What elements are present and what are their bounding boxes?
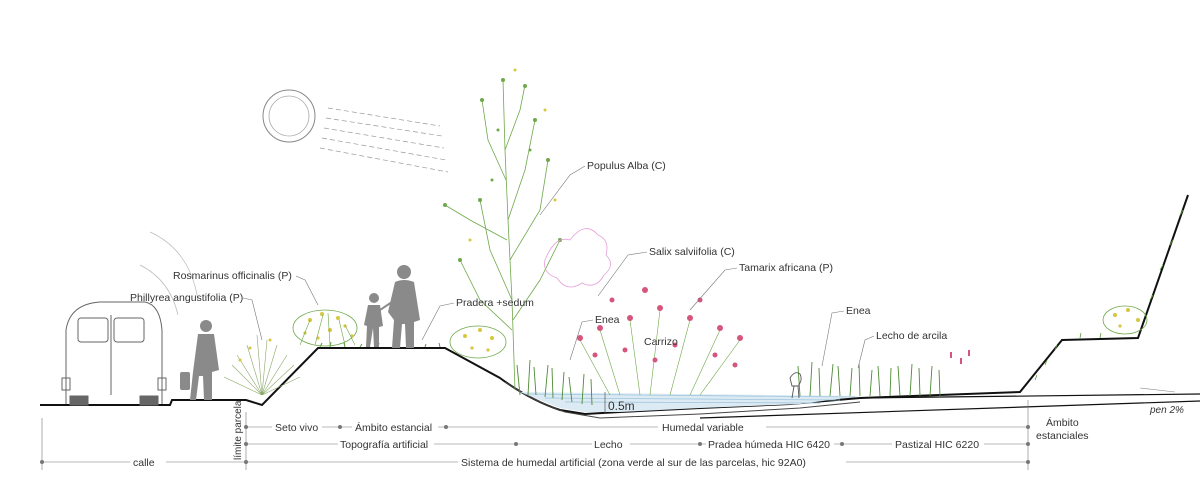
zone-pradea: Pradea húmeda HIC 6420	[708, 439, 830, 451]
phillyrea-shrub	[223, 334, 301, 396]
terrain-profile	[40, 194, 1200, 419]
sun-icon	[262, 89, 449, 173]
zone-lecho: Lecho	[594, 439, 623, 451]
label-phillyrea: Phillyrea angustifolia (P)	[130, 292, 243, 304]
label-enea-left: Enea	[595, 314, 620, 326]
label-carrizo: Carrizo	[644, 336, 678, 348]
zone-seto: Seto vivo	[275, 422, 318, 434]
label-tamarix: Tamarix africana (P)	[739, 262, 833, 274]
right-slope-vegetation	[1034, 209, 1184, 381]
salix-tree	[544, 228, 611, 288]
pradera-shrub	[449, 325, 507, 359]
label-enea-right: Enea	[846, 305, 871, 317]
label-lecho-arcilla: Lecho de arcila	[876, 330, 947, 342]
zone-ambito-estanciales: Ámbito estanciales	[1036, 416, 1089, 442]
rosmarinus-shrub	[292, 309, 358, 347]
label-pradera: Pradera +sedum	[456, 297, 534, 309]
zone-topografia: Topografía artificial	[340, 439, 428, 451]
family-icon	[364, 265, 420, 348]
reed-heads	[950, 350, 970, 364]
depth-label: 0.5m	[608, 399, 635, 413]
populus-tree	[443, 68, 562, 391]
label-rosmarinus: Rosmarinus officinalis (P)	[173, 270, 292, 282]
zone-pastizal: Pastizal HIC 6220	[895, 439, 979, 451]
heron-icon	[789, 372, 802, 399]
zone-calle: calle	[133, 457, 155, 469]
person-walking-icon	[180, 320, 219, 400]
dimension-lines: Seto vivo Ámbito estancial Humedal varia…	[40, 400, 1089, 470]
zone-sistema: Sistema de humedal artificial (zona verd…	[461, 457, 806, 469]
zone-ambito-estancial: Ámbito estancial	[355, 421, 432, 434]
zone-limite: límite parcela	[233, 400, 244, 460]
water-body	[520, 392, 860, 414]
wind-arcs	[139, 231, 199, 316]
label-salix: Salix salviifolia (C)	[649, 246, 735, 258]
reeds	[516, 359, 941, 406]
plant-labels: Populus Alba (C) Salix salviifolia (C) T…	[130, 160, 1184, 416]
tamarix-shrub	[577, 287, 743, 396]
slope-label: pen 2%	[1149, 405, 1184, 416]
zone-humedal-variable: Humedal variable	[662, 422, 744, 434]
van-icon	[61, 301, 167, 406]
label-populus: Populus Alba (C)	[587, 160, 666, 172]
